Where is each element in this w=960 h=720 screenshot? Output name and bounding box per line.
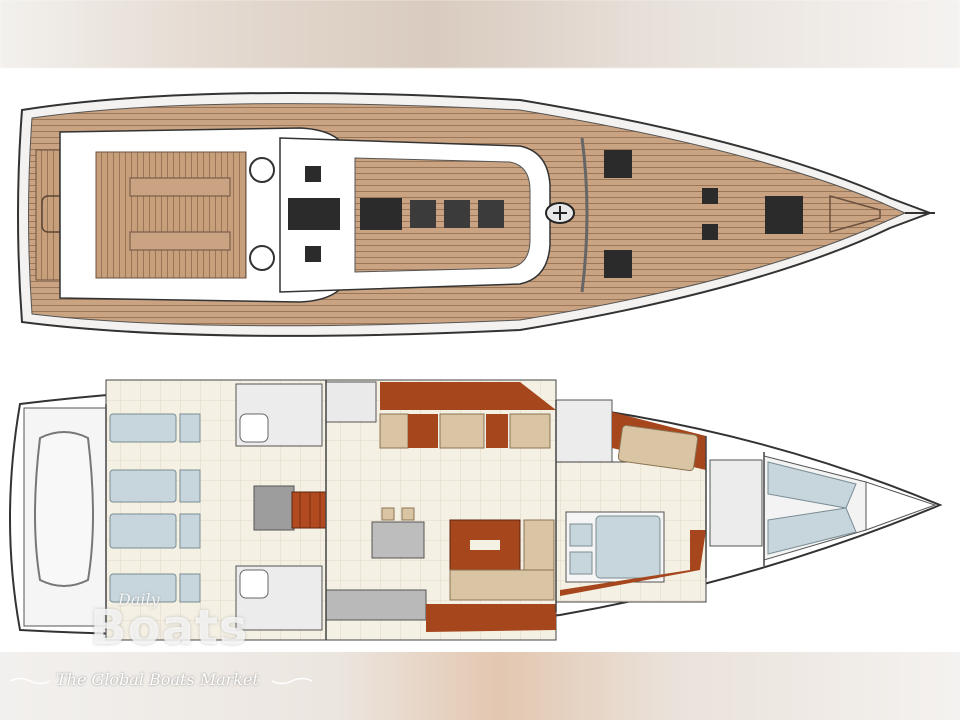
- salon-seat-3: [509, 413, 551, 449]
- hatch-4: [478, 200, 504, 228]
- berth-pillow-1: [179, 413, 201, 443]
- engine-box: [253, 485, 295, 531]
- salon-wood-bulkhead-bottom: [426, 604, 556, 632]
- tender-dinghy: [34, 431, 94, 587]
- small-hatch-1: [702, 188, 718, 204]
- salon-seat-1: [379, 413, 409, 449]
- owner-pillow-1: [569, 523, 593, 547]
- genoa-track: [580, 137, 589, 293]
- owner-berth-mattress: [595, 515, 661, 579]
- owner-pillow-2: [569, 551, 593, 575]
- ornament-left-icon: [9, 677, 51, 685]
- salon-sofa-side: [523, 519, 555, 571]
- berth-1: [109, 413, 177, 443]
- v-berth-cushion-starboard: [767, 507, 857, 555]
- watermark-brand-main: Boats: [90, 600, 249, 656]
- stool-2: [401, 507, 415, 521]
- shower-port: [239, 413, 269, 443]
- ornament-right-icon: [271, 677, 313, 685]
- salon-wood-2: [486, 414, 508, 448]
- berth-pillow-2: [179, 469, 201, 503]
- cockpit-floor: [95, 151, 247, 279]
- top-blurred-band: [0, 0, 960, 68]
- berth-pillow-4: [179, 573, 201, 603]
- hatch-1: [360, 198, 402, 230]
- hatch-2: [410, 200, 436, 228]
- winch-port: [305, 166, 321, 182]
- cockpit-table-right: [129, 231, 231, 251]
- salon-wood-bulkhead-top: [380, 382, 556, 410]
- companionway-hatch: [288, 198, 340, 230]
- coachroof-teak: [354, 157, 531, 273]
- galley-island: [371, 521, 425, 559]
- interior-plan: [9, 379, 943, 641]
- salon-wood-1: [408, 414, 438, 448]
- forward-hatch: [765, 196, 803, 234]
- stool-1: [381, 507, 395, 521]
- berth-4: [109, 573, 177, 603]
- cockpit-table-left: [129, 177, 231, 197]
- hatch-3: [444, 200, 470, 228]
- berth-2: [109, 469, 177, 503]
- foredeck-hatch-port: [604, 150, 632, 178]
- shower-starboard: [239, 569, 269, 599]
- bottom-blurred-band: [0, 652, 960, 720]
- winch-starboard: [305, 246, 321, 262]
- salon-seat-2: [439, 413, 485, 449]
- watermark-tagline: The Global Boats Market: [56, 670, 259, 689]
- salon-sofa: [449, 569, 555, 601]
- helm-wheel-port: [249, 157, 275, 183]
- deck-plan: [17, 91, 935, 337]
- chain-locker: [865, 481, 937, 531]
- nav-table: [325, 381, 377, 423]
- watermark-brand-top: Daily: [118, 590, 160, 609]
- anchor-locker: [829, 195, 881, 233]
- owner-cabin-wood-bottom: [560, 530, 706, 596]
- mid-head: [555, 399, 613, 463]
- berth-3: [109, 513, 177, 549]
- owner-sofa: [617, 424, 699, 472]
- galley-counter: [325, 589, 427, 621]
- anchor-winch-icon: [553, 206, 567, 220]
- small-hatch-2: [702, 224, 718, 240]
- berth-pillow-3: [179, 513, 201, 549]
- salon-table-inlay: [470, 540, 500, 550]
- forward-head: [709, 459, 763, 547]
- helm-wheel-starboard: [249, 245, 275, 271]
- foredeck-hatch-starboard: [604, 250, 632, 278]
